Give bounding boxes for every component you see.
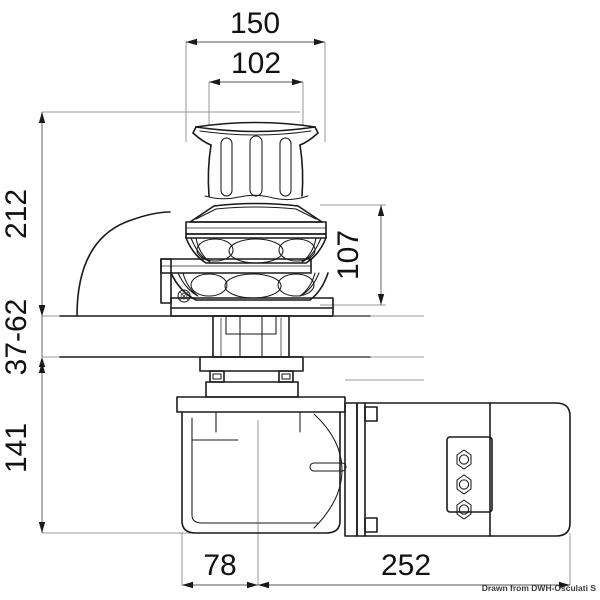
chain-link-l1 xyxy=(177,272,199,297)
dimension-label-252: 252 xyxy=(381,549,431,582)
terminal-block xyxy=(446,436,493,513)
chain-link-l2 xyxy=(190,273,228,297)
dimension-label-37-62: 37-62 xyxy=(0,299,33,376)
gearbox-bell-arc xyxy=(313,413,343,529)
gypsy-upper-rim xyxy=(185,233,327,239)
drum-top-flange-upper-edge xyxy=(195,121,316,128)
motor-mount-lug-bottom xyxy=(364,517,378,533)
chain-link-u2 xyxy=(196,238,234,262)
shaft-housing-step xyxy=(225,315,277,335)
base-stud-right xyxy=(278,370,294,383)
drum-rib-1 xyxy=(220,137,233,197)
drum-flange-right-flare xyxy=(299,126,319,146)
arrow-102-left xyxy=(209,78,220,86)
stripper-post xyxy=(160,258,172,304)
drum-right-profile xyxy=(299,144,304,197)
flange-plate xyxy=(199,356,304,372)
arrow-212-top xyxy=(38,112,46,123)
motor-mounting-flange xyxy=(344,402,358,537)
chain-link-u4 xyxy=(278,238,316,262)
drum-rib-2 xyxy=(249,135,263,197)
base-plate-body xyxy=(170,307,334,317)
terminal-bolt-1 xyxy=(456,449,472,470)
construction-lines xyxy=(303,315,424,381)
under-deck-flange xyxy=(199,356,304,398)
gypsy-upper-profile xyxy=(185,237,327,264)
shaft-housing xyxy=(212,315,290,358)
gearbox-top-collar xyxy=(205,381,299,398)
arrow-150-right xyxy=(314,38,325,46)
base-plate-top-rim xyxy=(170,297,334,309)
watermark-text: Drawn from DWH-Osculati S xyxy=(482,583,597,593)
curved-chain-guide-cover xyxy=(76,211,171,317)
gearbox-housing xyxy=(176,396,347,534)
electric-motor-body xyxy=(344,402,571,537)
terminal-bolt-2 xyxy=(456,474,472,495)
arrow-141-top xyxy=(38,362,46,373)
arrow-78-left xyxy=(182,581,193,589)
stripper-pivot-bolt-inner xyxy=(180,292,188,300)
dimension-label-141: 141 xyxy=(0,423,33,473)
dimension-label-212: 212 xyxy=(0,189,33,239)
drum-base-wave xyxy=(204,194,309,201)
arrow-252-right xyxy=(559,581,570,589)
drum-rib-3 xyxy=(279,137,292,197)
terminal-bolt-3 xyxy=(456,499,472,520)
cone-cap-body xyxy=(189,202,323,223)
deck-lines xyxy=(59,315,371,358)
chain-link-l3 xyxy=(224,273,282,299)
arrow-78-right xyxy=(247,581,258,589)
base-stud-left-nut xyxy=(212,373,222,380)
gearbox-top-plate xyxy=(176,396,346,413)
dimension-label-107: 107 xyxy=(332,230,365,280)
chain-link-l5 xyxy=(299,272,320,297)
base-stud-left xyxy=(209,370,225,383)
cone-clutch-cap xyxy=(185,202,327,235)
arrow-102-right xyxy=(292,78,303,86)
chain-stripper-arm xyxy=(160,258,312,304)
chainwheel-upper-row xyxy=(185,233,327,264)
gearbox-body xyxy=(181,411,341,534)
motor-mount-lug-top xyxy=(364,406,378,422)
stripper-pivot-bolt xyxy=(177,289,191,303)
arrow-107-bottom xyxy=(377,294,385,305)
base-stud-right-nut xyxy=(281,373,291,380)
gearbox-inner-outline xyxy=(191,417,319,524)
dimension-label-150: 150 xyxy=(230,7,280,40)
drum-flange-left-flare xyxy=(192,126,212,146)
capstan-drum xyxy=(192,121,319,201)
pivot-hatch-2 xyxy=(179,291,189,301)
cone-cap-inner xyxy=(195,206,317,220)
arrow-107-top xyxy=(377,205,385,216)
chainwheel-lower-row xyxy=(170,272,329,301)
main-drive-shaft xyxy=(212,315,290,358)
chain-link-u5 xyxy=(301,237,322,263)
drum-top-flange-lower-edge xyxy=(195,126,316,133)
motor-shell xyxy=(356,402,571,537)
arrow-252-left xyxy=(258,581,269,589)
arrow-3762-top xyxy=(38,306,46,316)
gearbox-shaft-stub xyxy=(309,462,347,472)
guide-cover-arc xyxy=(76,211,171,317)
dimension-label-102: 102 xyxy=(231,47,281,80)
chain-link-u1 xyxy=(190,237,211,263)
arrow-150-left xyxy=(186,38,197,46)
drum-top-flange-inner-line xyxy=(199,130,312,136)
drum-left-profile xyxy=(207,144,212,197)
gypsy-lower-profile xyxy=(170,272,329,301)
arrow-141-bottom xyxy=(38,522,46,533)
dimension-label-78: 78 xyxy=(203,549,236,582)
chain-link-l4 xyxy=(277,273,315,297)
